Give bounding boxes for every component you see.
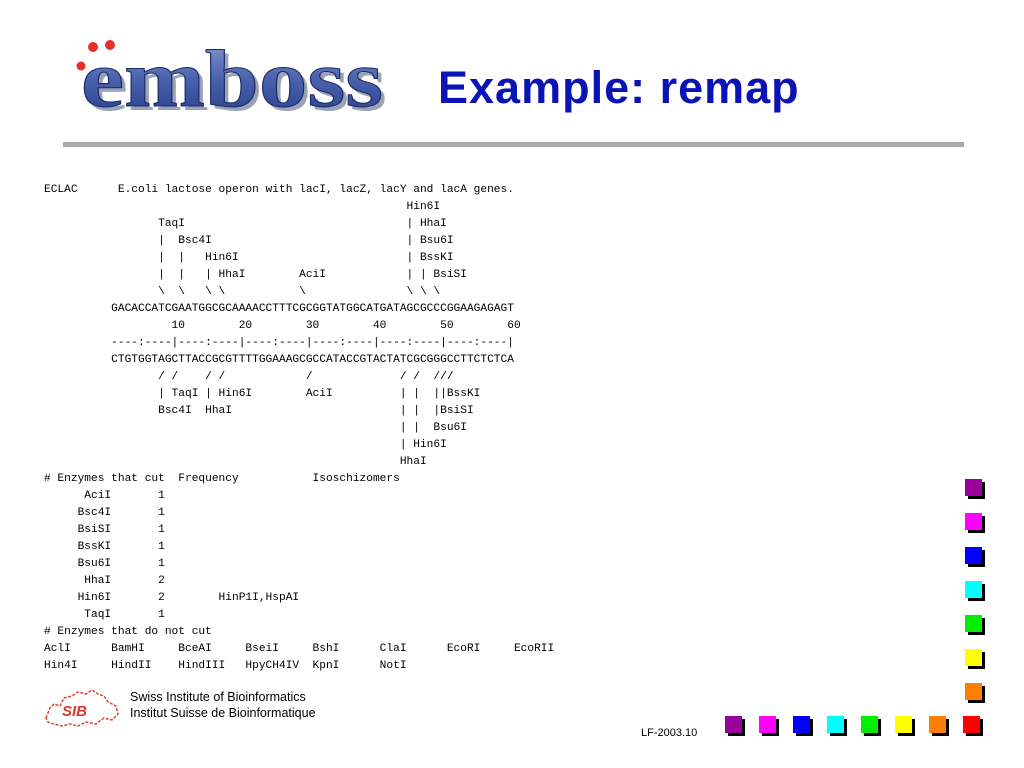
listing-line: Bsc4I 1 [44, 507, 165, 519]
listing-line: | Bsc4I | Bsu6I [44, 235, 454, 247]
title-divider [63, 142, 964, 147]
svg-text:SIB: SIB [62, 703, 87, 720]
logo-red-dot-icon [105, 40, 115, 50]
listing-line: / / / / / / / /// [44, 371, 454, 383]
listing-line: Hin4I HindII HindIII HpyCH4IV KpnI NotI [44, 660, 407, 672]
slide-title: Example: remap [438, 62, 800, 113]
decorative-square [963, 716, 983, 736]
decorative-square [965, 547, 985, 567]
decorative-square [861, 716, 881, 736]
decorative-square [965, 513, 985, 533]
listing-line: BssKI 1 [44, 541, 165, 553]
decorative-square [827, 716, 847, 736]
listing-line: AciI 1 [44, 490, 165, 502]
remap-output-listing: ECLAC E.coli lactose operon with lacI, l… [44, 182, 554, 675]
listing-line: | | Hin6I | BssKI [44, 252, 454, 264]
decorative-square [895, 716, 915, 736]
listing-line: | | | HhaI AciI | | BsiSI [44, 269, 467, 281]
decorative-square [759, 716, 779, 736]
listing-line: HhaI [44, 456, 427, 468]
listing-line: | Hin6I [44, 439, 447, 451]
decorative-square [725, 716, 745, 736]
listing-line: Hin6I 2 HinP1I,HspAI [44, 592, 300, 604]
listing-line: | | Bsu6I [44, 422, 467, 434]
listing-line: | TaqI | Hin6I AciI | | ||BssKI [44, 388, 481, 400]
listing-line: Bsc4I HhaI | | |BsiSI [44, 405, 474, 417]
logo-red-dot-icon [76, 61, 86, 71]
listing-line: CTGTGGTAGCTTACCGCGTTTTGGAAAGCGCCATACCGTA… [44, 354, 514, 366]
svg-text:emboss: emboss [85, 37, 387, 124]
listing-line: TaqI | HhaI [44, 218, 447, 230]
svg-text:emboss: emboss [81, 34, 383, 124]
decorative-square [965, 581, 985, 601]
logo-red-dot-icon [88, 42, 98, 52]
listing-line: # Enzymes that do not cut [44, 626, 212, 638]
listing-line: BsiSI 1 [44, 524, 165, 536]
decorative-square [965, 479, 985, 499]
document-code: LF-2003.10 [641, 727, 698, 739]
listing-line: Hin6I [44, 201, 441, 213]
sib-logo: SIB [45, 689, 119, 727]
institute-name-block: Swiss Institute of Bioinformatics Instit… [130, 689, 316, 721]
emboss-logo: emboss emboss [76, 34, 387, 124]
listing-line: # Enzymes that cut Frequency Isoschizome… [44, 473, 400, 485]
listing-line: TaqI 1 [44, 609, 165, 621]
listing-line: Bsu6I 1 [44, 558, 165, 570]
decorative-square [965, 649, 985, 669]
decorative-square [965, 615, 985, 635]
decorative-square [793, 716, 813, 736]
decorative-square [929, 716, 949, 736]
listing-line: ----:----|----:----|----:----|----:----|… [44, 337, 514, 349]
decorative-square [965, 683, 985, 703]
listing-line: HhaI 2 [44, 575, 165, 587]
listing-line: ECLAC E.coli lactose operon with lacI, l… [44, 184, 514, 196]
listing-line: \ \ \ \ \ \ \ \ [44, 286, 441, 298]
institute-name-fr: Institut Suisse de Bioinformatique [130, 706, 316, 720]
listing-line: 10 20 30 40 50 60 [44, 320, 521, 332]
listing-line: GACACCATCGAATGGCGCAAAACCTTTCGCGGTATGGCAT… [44, 303, 514, 315]
institute-name-en: Swiss Institute of Bioinformatics [130, 690, 306, 704]
listing-line: AclI BamHI BceAI BseiI BshI ClaI EcoRI E… [44, 643, 555, 655]
